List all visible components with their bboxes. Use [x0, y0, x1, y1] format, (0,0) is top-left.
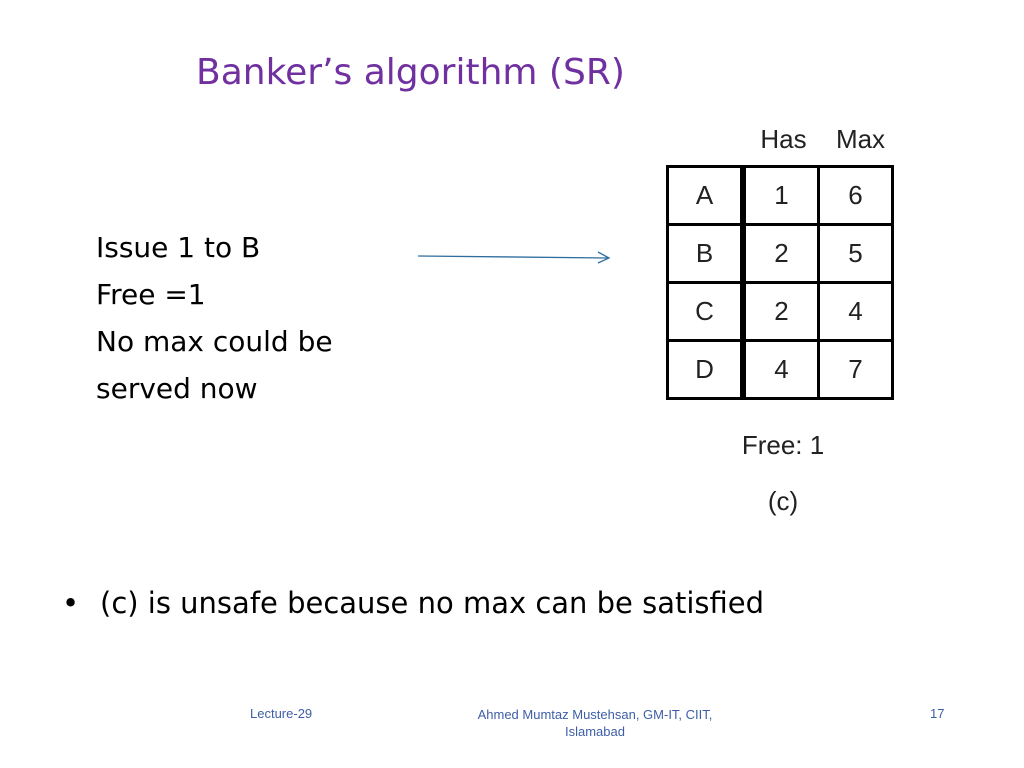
column-header-max: Max: [835, 124, 886, 154]
bullet-icon: •: [62, 586, 80, 620]
footer-author-line1: Ahmed Mumtaz Mustehsan, GM-IT, CIIT,: [477, 707, 713, 722]
has-cell: 4: [741, 339, 820, 400]
process-cell: A: [666, 165, 746, 226]
footer-lecture: Lecture-29: [250, 706, 313, 721]
table-column-headers: Has Max: [745, 124, 900, 155]
table-row: C 2 4: [666, 281, 894, 342]
slide-title: Banker’s algorithm (SR): [196, 52, 625, 93]
column-header-has: Has: [760, 124, 807, 154]
process-cell: C: [666, 281, 746, 342]
free-resources-label: Free: 1: [741, 430, 825, 460]
max-cell: 5: [817, 223, 894, 284]
table-row: B 2 5: [666, 223, 894, 284]
max-cell: 7: [817, 339, 894, 400]
has-cell: 2: [741, 281, 820, 342]
process-cell: D: [666, 339, 746, 400]
bullet-text: (c) is unsafe because no max can be sati…: [100, 586, 765, 620]
figure-caption: (c): [767, 486, 799, 516]
page-number: 17: [930, 706, 945, 721]
has-cell: 1: [741, 165, 820, 226]
table-row: D 4 7: [666, 339, 894, 400]
note-line-issue: Issue 1 to B: [96, 231, 261, 264]
table-row: A 1 6: [666, 165, 894, 226]
max-cell: 4: [817, 281, 894, 342]
resource-table: A 1 6 B 2 5 C 2 4 D 4 7: [666, 165, 894, 400]
note-line-no-max: No max could be: [96, 325, 333, 358]
max-cell: 6: [817, 165, 894, 226]
footer-author-line2: Islamabad: [565, 724, 625, 739]
footer-author: Ahmed Mumtaz Mustehsan, GM-IT, CIIT, Isl…: [440, 706, 750, 740]
process-cell: B: [666, 223, 746, 284]
has-cell: 2: [741, 223, 820, 284]
arrow-right-icon: [417, 251, 611, 264]
note-line-served: served now: [96, 372, 258, 405]
bullet-point: • (c) is unsafe because no max can be sa…: [62, 586, 764, 620]
note-line-free: Free =1: [96, 278, 206, 311]
notes-text: Issue 1 to B Free =1 No max could be ser…: [96, 224, 333, 412]
